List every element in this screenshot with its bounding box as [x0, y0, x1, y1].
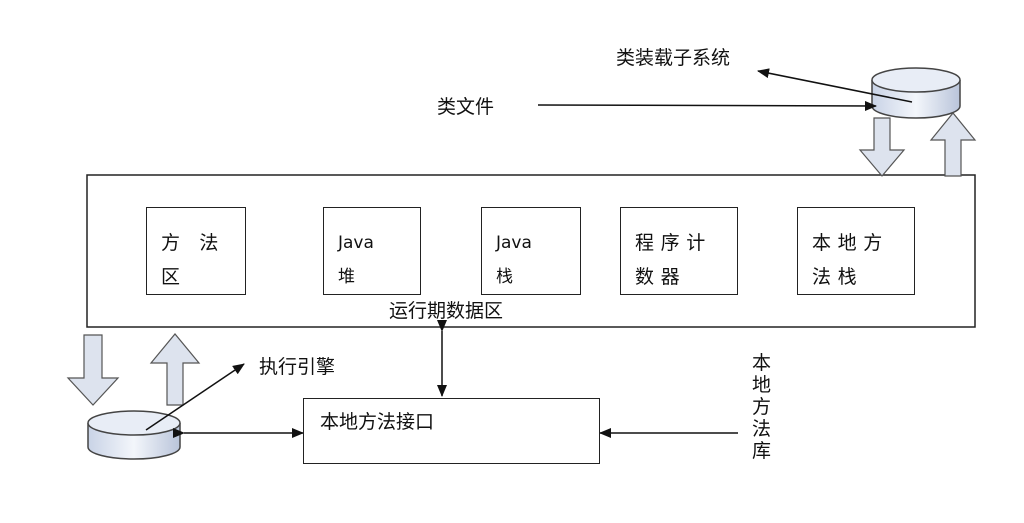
java-stack-label: Java 栈 [496, 233, 532, 287]
pc-register-label: 程序计 数器 [635, 232, 712, 288]
runtime-data-area-label: 运行期数据区 [389, 300, 504, 322]
class-file-label: 类文件 [437, 96, 495, 118]
arrow-engine-to-label [145, 363, 245, 431]
native-interface-label: 本地方法接口 [320, 411, 435, 433]
block-arrow-up-engine [149, 333, 201, 406]
class-loader-cylinder [871, 67, 961, 119]
method-area-label: 方 法 区 [161, 232, 225, 288]
java-heap-label: Java 堆 [338, 233, 374, 287]
class-loader-label: 类装载子系统 [616, 47, 731, 69]
native-method-stack-box: 本地方 法栈 [797, 207, 915, 295]
runtime-data-area-frame [86, 174, 976, 328]
block-arrow-up-loader [929, 112, 977, 177]
arrow-loader-to-label [757, 68, 913, 103]
execution-engine-cylinder [87, 410, 181, 460]
method-area-box: 方 法 区 [146, 207, 246, 295]
java-heap-box: Java 堆 [323, 207, 421, 295]
block-arrow-down-loader [858, 117, 906, 177]
execution-engine-label: 执行引擎 [259, 356, 336, 378]
pc-register-box: 程序计 数器 [620, 207, 738, 295]
native-method-stack-label: 本地方 法栈 [812, 232, 889, 288]
block-arrow-down-engine [66, 334, 120, 406]
native-interface-box: 本地方法接口 [303, 398, 600, 464]
native-library-label: 本地方法库 [752, 352, 772, 462]
arrow-classfile-to-loader [537, 100, 877, 111]
java-stack-box: Java 栈 [481, 207, 581, 295]
